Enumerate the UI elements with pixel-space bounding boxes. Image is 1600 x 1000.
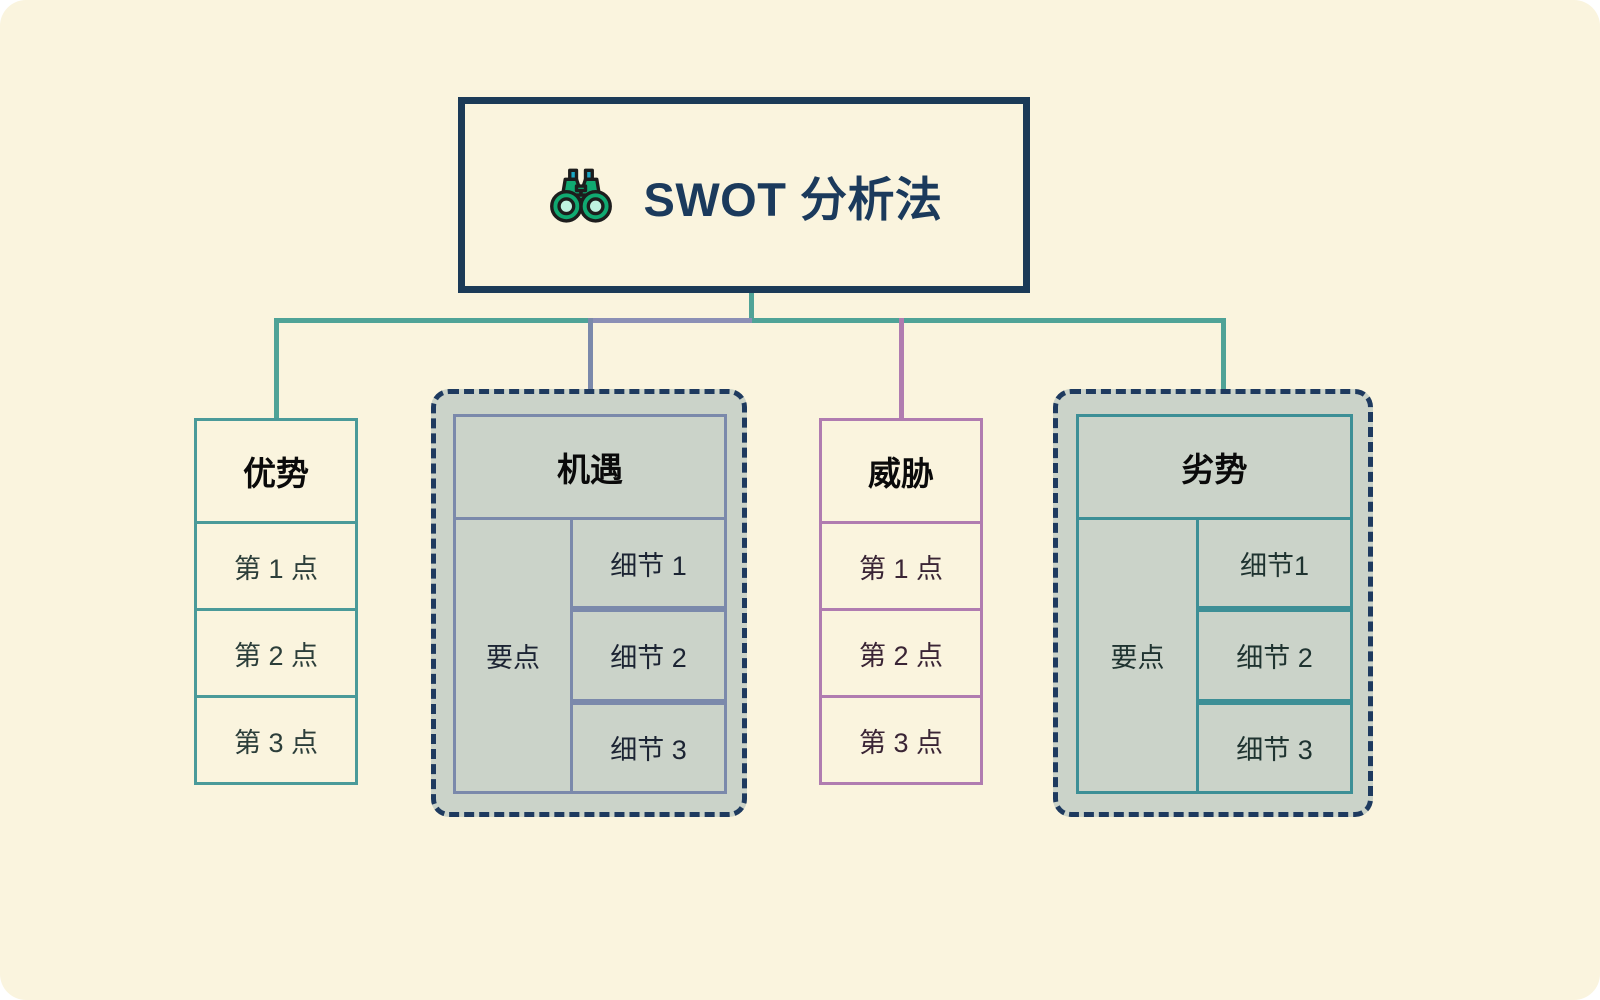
connector-bus-left [274, 318, 752, 323]
detail-item[interactable]: 细节 3 [573, 701, 727, 794]
main-point-weaknesses[interactable]: 要点 [1076, 520, 1199, 794]
connector-bus-mid [588, 318, 754, 323]
binoculars-icon [545, 159, 617, 231]
column-weaknesses[interactable]: 劣势 要点 细节1 细节 2 细节 3 [1076, 414, 1353, 794]
connector-drop-opportunities [588, 318, 593, 425]
connector-drop-threats [899, 318, 904, 418]
column-header-strengths: 优势 [194, 418, 358, 524]
page-title: SWOT 分析法 [643, 172, 943, 226]
list-item[interactable]: 第 2 点 [819, 611, 983, 698]
list-item[interactable]: 第 3 点 [194, 698, 358, 785]
column-strengths[interactable]: 优势 第 1 点 第 2 点 第 3 点 [194, 418, 358, 798]
main-point-opportunities[interactable]: 要点 [453, 520, 573, 794]
list-item[interactable]: 第 1 点 [194, 524, 358, 611]
column-opportunities[interactable]: 机遇 要点 细节 1 细节 2 细节 3 [453, 414, 727, 794]
column-header-opportunities: 机遇 [453, 414, 727, 520]
detail-item[interactable]: 细节 2 [1199, 609, 1353, 702]
column-threats[interactable]: 威胁 第 1 点 第 2 点 第 3 点 [819, 418, 983, 798]
connector-drop-strengths [274, 318, 279, 418]
detail-item[interactable]: 细节 2 [573, 609, 727, 702]
list-item[interactable]: 第 3 点 [819, 698, 983, 785]
detail-item[interactable]: 细节 3 [1199, 701, 1353, 794]
connector-stem [749, 293, 754, 321]
list-item[interactable]: 第 1 点 [819, 524, 983, 611]
connector-drop-weaknesses [1221, 318, 1226, 425]
root-node-swot[interactable]: SWOT 分析法 [458, 97, 1030, 293]
connector-bus-right [752, 318, 1226, 323]
column-header-weaknesses: 劣势 [1076, 414, 1353, 520]
list-item[interactable]: 第 2 点 [194, 611, 358, 698]
column-header-threats: 威胁 [819, 418, 983, 524]
detail-item[interactable]: 细节1 [1199, 520, 1353, 610]
detail-item[interactable]: 细节 1 [573, 520, 727, 610]
